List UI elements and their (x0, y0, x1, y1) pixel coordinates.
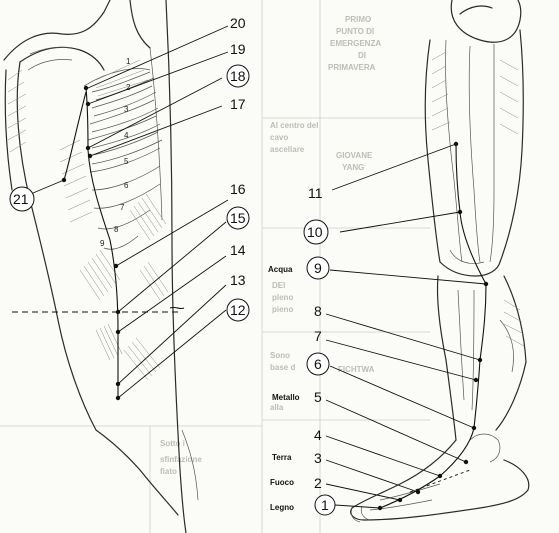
rib-label: 8 (114, 225, 119, 234)
ghost-cell: alla (270, 403, 284, 412)
ghost-cell: GIOVANE (336, 151, 373, 160)
point-label-3: 3 (314, 450, 322, 466)
torso-meridian-line (61, 85, 121, 401)
point-label-5: 5 (314, 389, 322, 405)
rib-label: 3 (124, 105, 129, 114)
point-label-14: 14 (230, 242, 246, 258)
point-label-8: 8 (314, 303, 322, 319)
rib-label: 1 (126, 57, 131, 66)
point-label-9: 9 (314, 260, 322, 276)
point-label-4: 4 (314, 427, 322, 443)
element-label-water: Acqua (268, 265, 293, 274)
point-label-20: 20 (230, 15, 246, 31)
point-marker (83, 85, 89, 91)
leg-figure (350, 0, 530, 523)
leg-meridian-line (377, 141, 489, 511)
leg-leader-lines (325, 143, 487, 509)
torso-point-labels: 20 19 18 17 21 16 15 14 13 12 (9, 15, 250, 322)
ghost-cell: EMERGENZA (330, 39, 381, 48)
ghost-cell: PUNTO DI (336, 27, 374, 36)
point-label-15: 15 (230, 210, 246, 226)
ghost-cell: Sotto i (160, 439, 185, 448)
element-label-metal: Metallo (272, 393, 300, 402)
point-circle-21 (9, 186, 35, 212)
point-circle-15 (226, 206, 250, 230)
leg-point-labels: 11 10 9 8 7 6 5 4 3 2 1 (303, 185, 336, 516)
ghost-cell: FICHTWA (338, 365, 375, 374)
ghost-cell: YANG (342, 163, 364, 172)
point-circle-10 (303, 219, 329, 245)
torso-figure (3, 0, 199, 533)
element-labels: Acqua Metallo Terra Fuoco Legno (268, 265, 300, 512)
ghost-cell: PRIMO (345, 15, 371, 24)
point-label-1: 1 (321, 497, 329, 513)
point-label-2: 2 (314, 475, 322, 491)
element-label-earth: Terra (272, 453, 292, 462)
point-circle-12 (226, 298, 250, 322)
point-label-12: 12 (230, 302, 246, 318)
point-label-21: 21 (13, 191, 29, 207)
rib-numbers: 1 2 3 4 5 6 7 8 9 (100, 57, 131, 248)
point-label-18: 18 (230, 68, 246, 84)
point-circle-1 (314, 494, 336, 516)
rib-label: 9 (100, 239, 105, 248)
point-label-7: 7 (314, 328, 322, 344)
point-label-16: 16 (230, 181, 246, 197)
ghost-cell: Sono (270, 351, 290, 360)
ghost-cell: fiato (160, 467, 177, 476)
ghost-cell: base d (270, 363, 295, 372)
point-circle-6 (306, 352, 330, 376)
point-label-13: 13 (230, 272, 246, 288)
ghost-cell: pieno (272, 305, 293, 314)
rib-label: 4 (124, 131, 129, 140)
background-table-text: PRIMO PUNTO DI EMERGENZA DI PRIMAVERA Al… (160, 15, 381, 476)
background-table-lines (0, 0, 430, 533)
rib-label: 5 (124, 157, 129, 166)
ghost-cell: PRIMAVERA (328, 63, 376, 72)
point-circle-18 (226, 64, 250, 88)
ghost-cell: pleno (272, 293, 293, 302)
point-label-19: 19 (230, 41, 246, 57)
element-label-fire: Fuoco (270, 478, 294, 487)
rib-label: 6 (124, 181, 129, 190)
ghost-cell: DI (358, 51, 366, 60)
point-label-17: 17 (230, 96, 246, 112)
point-label-6: 6 (314, 356, 322, 372)
point-label-10: 10 (307, 224, 323, 240)
rib-label: 2 (126, 83, 131, 92)
ghost-cell: cavo (270, 133, 288, 142)
rib-label: 7 (120, 203, 125, 212)
point-circle-9 (306, 256, 330, 280)
ghost-cell: sfinfazione (160, 455, 202, 464)
ghost-cell: ascellare (270, 145, 305, 154)
ghost-cell: Al centro del (270, 121, 318, 130)
point-label-11: 11 (308, 185, 323, 201)
element-label-wood: Legno (270, 503, 294, 512)
torso-leader-lines (32, 25, 229, 399)
ghost-cell: DEI (272, 281, 285, 290)
